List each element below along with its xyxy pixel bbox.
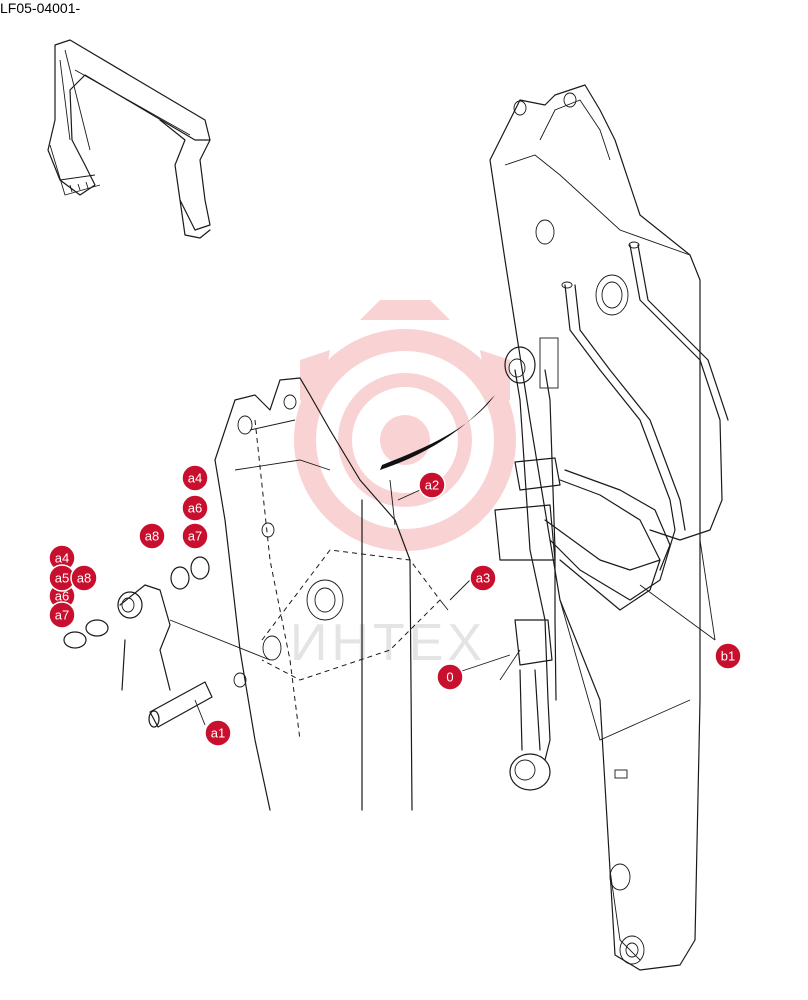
callout-0[interactable]: 0 bbox=[436, 663, 464, 691]
svg-text:a2: a2 bbox=[425, 478, 439, 493]
callout-a4[interactable]: a4 bbox=[181, 464, 209, 492]
svg-text:0: 0 bbox=[446, 670, 453, 685]
callout-a6[interactable]: a6 bbox=[181, 494, 209, 522]
hydraulic-cylinder bbox=[494, 241, 729, 791]
svg-text:a4: a4 bbox=[55, 551, 69, 566]
callout-b1[interactable]: b1 bbox=[714, 642, 742, 670]
part-code-label: LF05-04001- bbox=[0, 0, 81, 16]
excavator-thumbnail bbox=[47, 39, 211, 239]
callout-a8-left[interactable]: a8 bbox=[70, 564, 98, 592]
svg-text:a6: a6 bbox=[188, 501, 202, 516]
watermark-logo bbox=[294, 300, 516, 551]
boom-arm bbox=[489, 84, 701, 971]
svg-text:a8: a8 bbox=[77, 571, 91, 586]
leader-lines bbox=[194, 489, 716, 726]
callout-a1[interactable]: a1 bbox=[204, 719, 232, 747]
svg-text:a5: a5 bbox=[55, 571, 69, 586]
svg-text:a3: a3 bbox=[476, 571, 490, 586]
callout-a8-top[interactable]: a8 bbox=[138, 522, 166, 550]
svg-text:a7: a7 bbox=[188, 529, 202, 544]
svg-text:a4: a4 bbox=[188, 471, 202, 486]
svg-text:a7: a7 bbox=[55, 608, 69, 623]
callout-a5-left[interactable]: a5 bbox=[48, 564, 76, 592]
callout-a4-left[interactable]: a4 bbox=[48, 544, 76, 572]
watermark-text: ИНТЕХ bbox=[290, 614, 486, 672]
pin-and-washers bbox=[63, 479, 449, 728]
svg-text:a6: a6 bbox=[55, 589, 69, 604]
pointer-arrow bbox=[380, 395, 495, 470]
callout-a7-top[interactable]: a7 bbox=[181, 522, 209, 550]
callout-a2[interactable]: a2 bbox=[418, 471, 446, 499]
svg-text:b1: b1 bbox=[721, 649, 735, 664]
svg-text:a1: a1 bbox=[211, 726, 225, 741]
callout-a7-left[interactable]: a7 bbox=[48, 601, 76, 629]
svg-text:a8: a8 bbox=[145, 529, 159, 544]
callout-a3[interactable]: a3 bbox=[469, 564, 497, 592]
